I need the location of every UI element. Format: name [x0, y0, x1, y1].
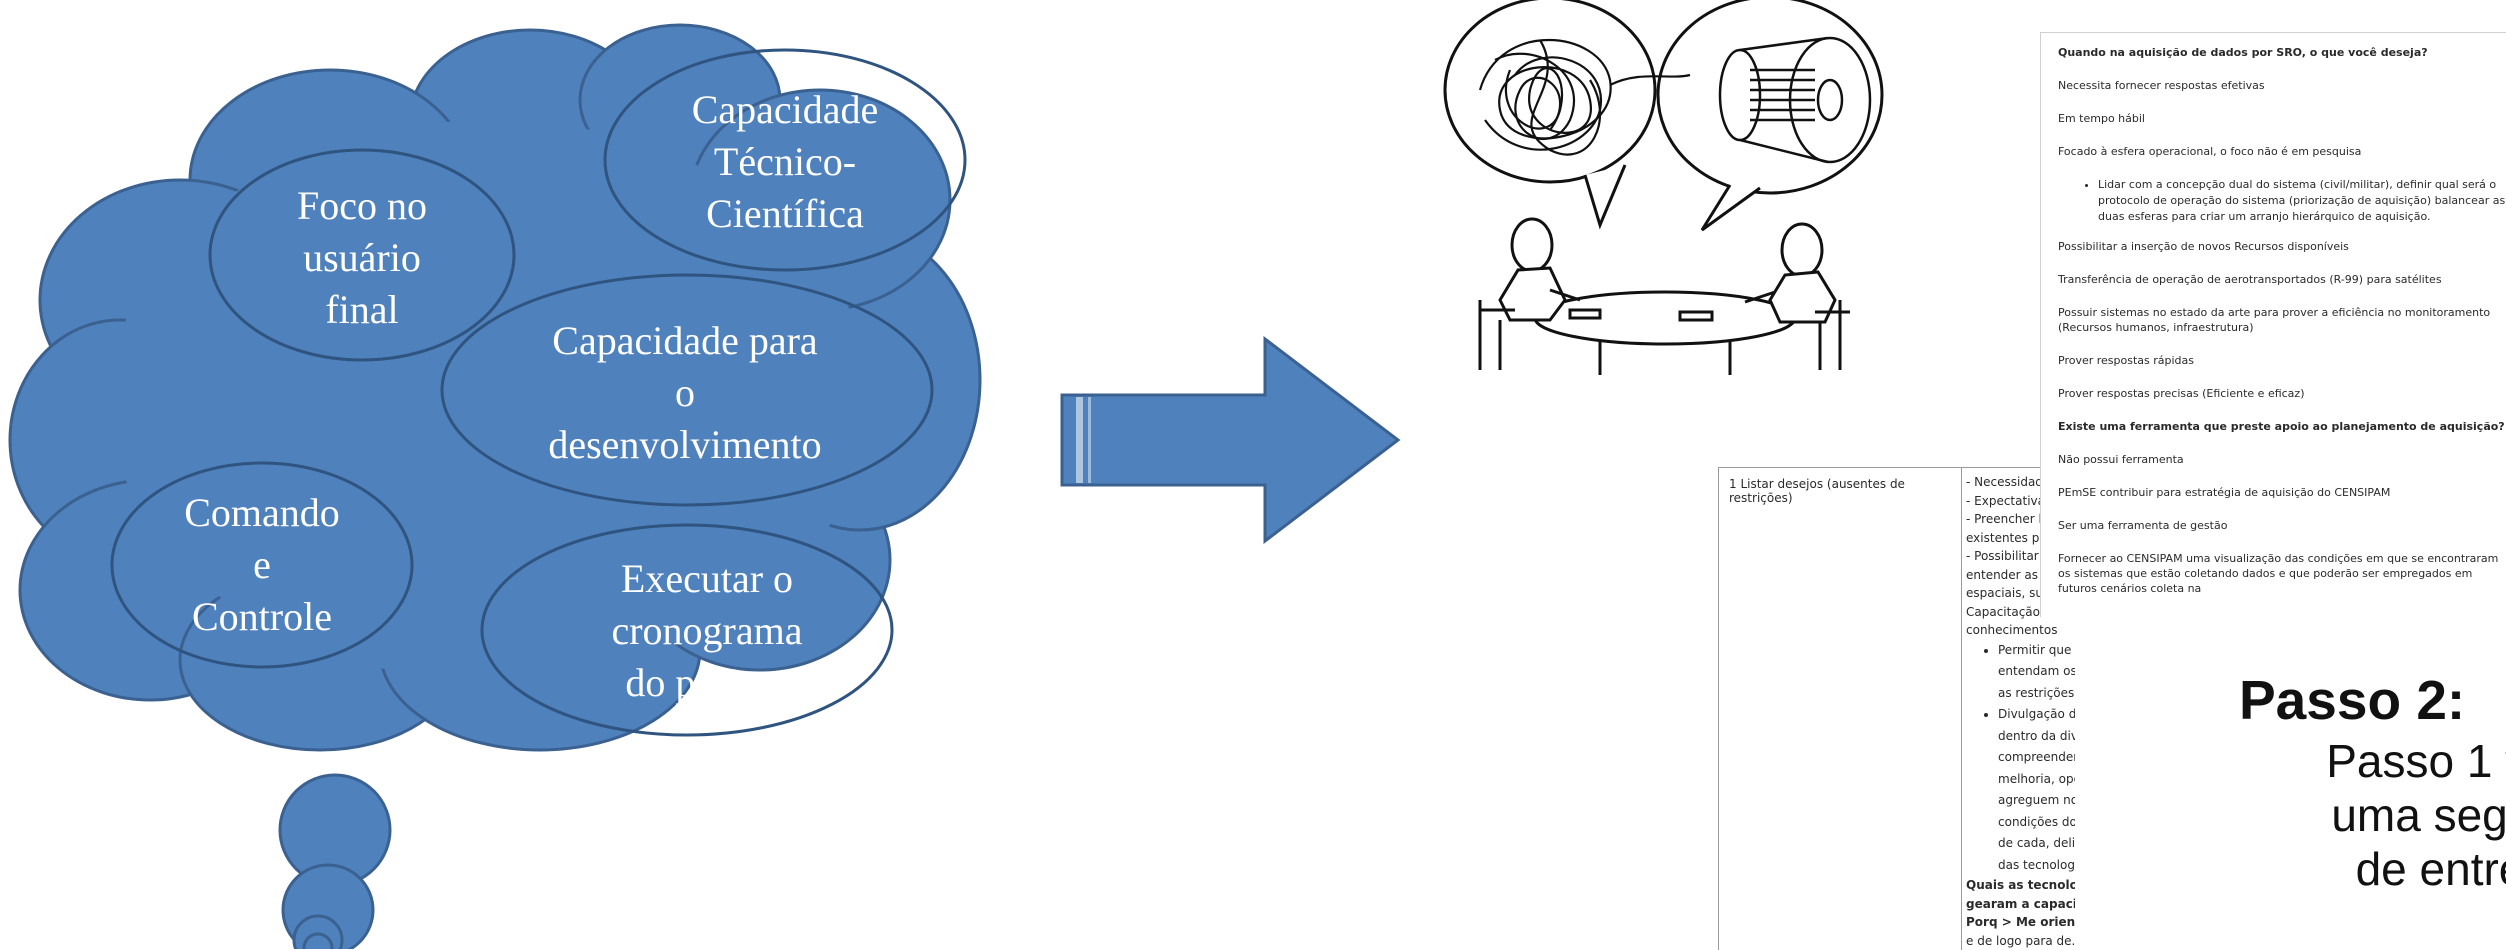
table-column-desires: 1 Listar desejos (ausentes de restrições… — [1719, 468, 1962, 950]
notes-line: Prover respostas rápidas — [2058, 353, 2506, 368]
notes-line: Não possui ferramenta — [2058, 452, 2506, 467]
notes-line: Em tempo hábil — [2058, 111, 2506, 126]
notes-line: Necessita fornecer respostas efetivas — [2058, 78, 2506, 93]
conversation-illustration — [1440, 0, 1960, 380]
notes-question: Quando na aquisição de dados por SRO, o … — [2058, 45, 2506, 60]
table-document: 1 Listar desejos (ausentes de restrições… — [1718, 467, 2075, 950]
notes-line: PEmSE contribuir para estratégia de aqui… — [2058, 485, 2506, 500]
notes-line: Ser uma ferramenta de gestão — [2058, 518, 2506, 533]
note-bullet: Divulgação das informações dentro da div… — [1998, 704, 2075, 876]
notes-line: Possibilitar a inserção de novos Recurso… — [2058, 239, 2506, 254]
notes-line: Focado à esfera operacional, o foco não … — [2058, 144, 2506, 159]
notes-line: Prover respostas precisas (Eficiente e e… — [2058, 386, 2506, 401]
notes-line: Possuir sistemas no estado da arte para … — [2058, 305, 2506, 335]
table-cell-desires: 1 Listar desejos (ausentes de restrições… — [1729, 477, 1961, 505]
notes-question: Existe uma ferramenta que preste apoio a… — [2058, 419, 2506, 434]
right-arrow — [1060, 335, 1405, 545]
notes-line: Fornecer ao CENSIPAM uma visualização da… — [2058, 551, 2506, 596]
note-bullet: Permitir que os técnicos entendam os con… — [1998, 640, 2075, 705]
note-question: Quais as tecnologias chave gearam a capa… — [1966, 876, 2075, 932]
step-title: Passo 2: — [2239, 668, 2465, 732]
step-description: Passo 1 va uma segur de entre — [2200, 734, 2506, 896]
notes-line: Transferência de operação de aerotranspo… — [2058, 272, 2506, 287]
note-line: conhecimentos — [1966, 621, 2075, 640]
notes-bullet: Lidar com a concepção dual do sistema (c… — [2098, 177, 2506, 225]
interview-notes-document: Quando na aquisição de dados por SRO, o … — [2040, 32, 2506, 617]
note-line: e de logo para de... — [1966, 932, 2075, 950]
